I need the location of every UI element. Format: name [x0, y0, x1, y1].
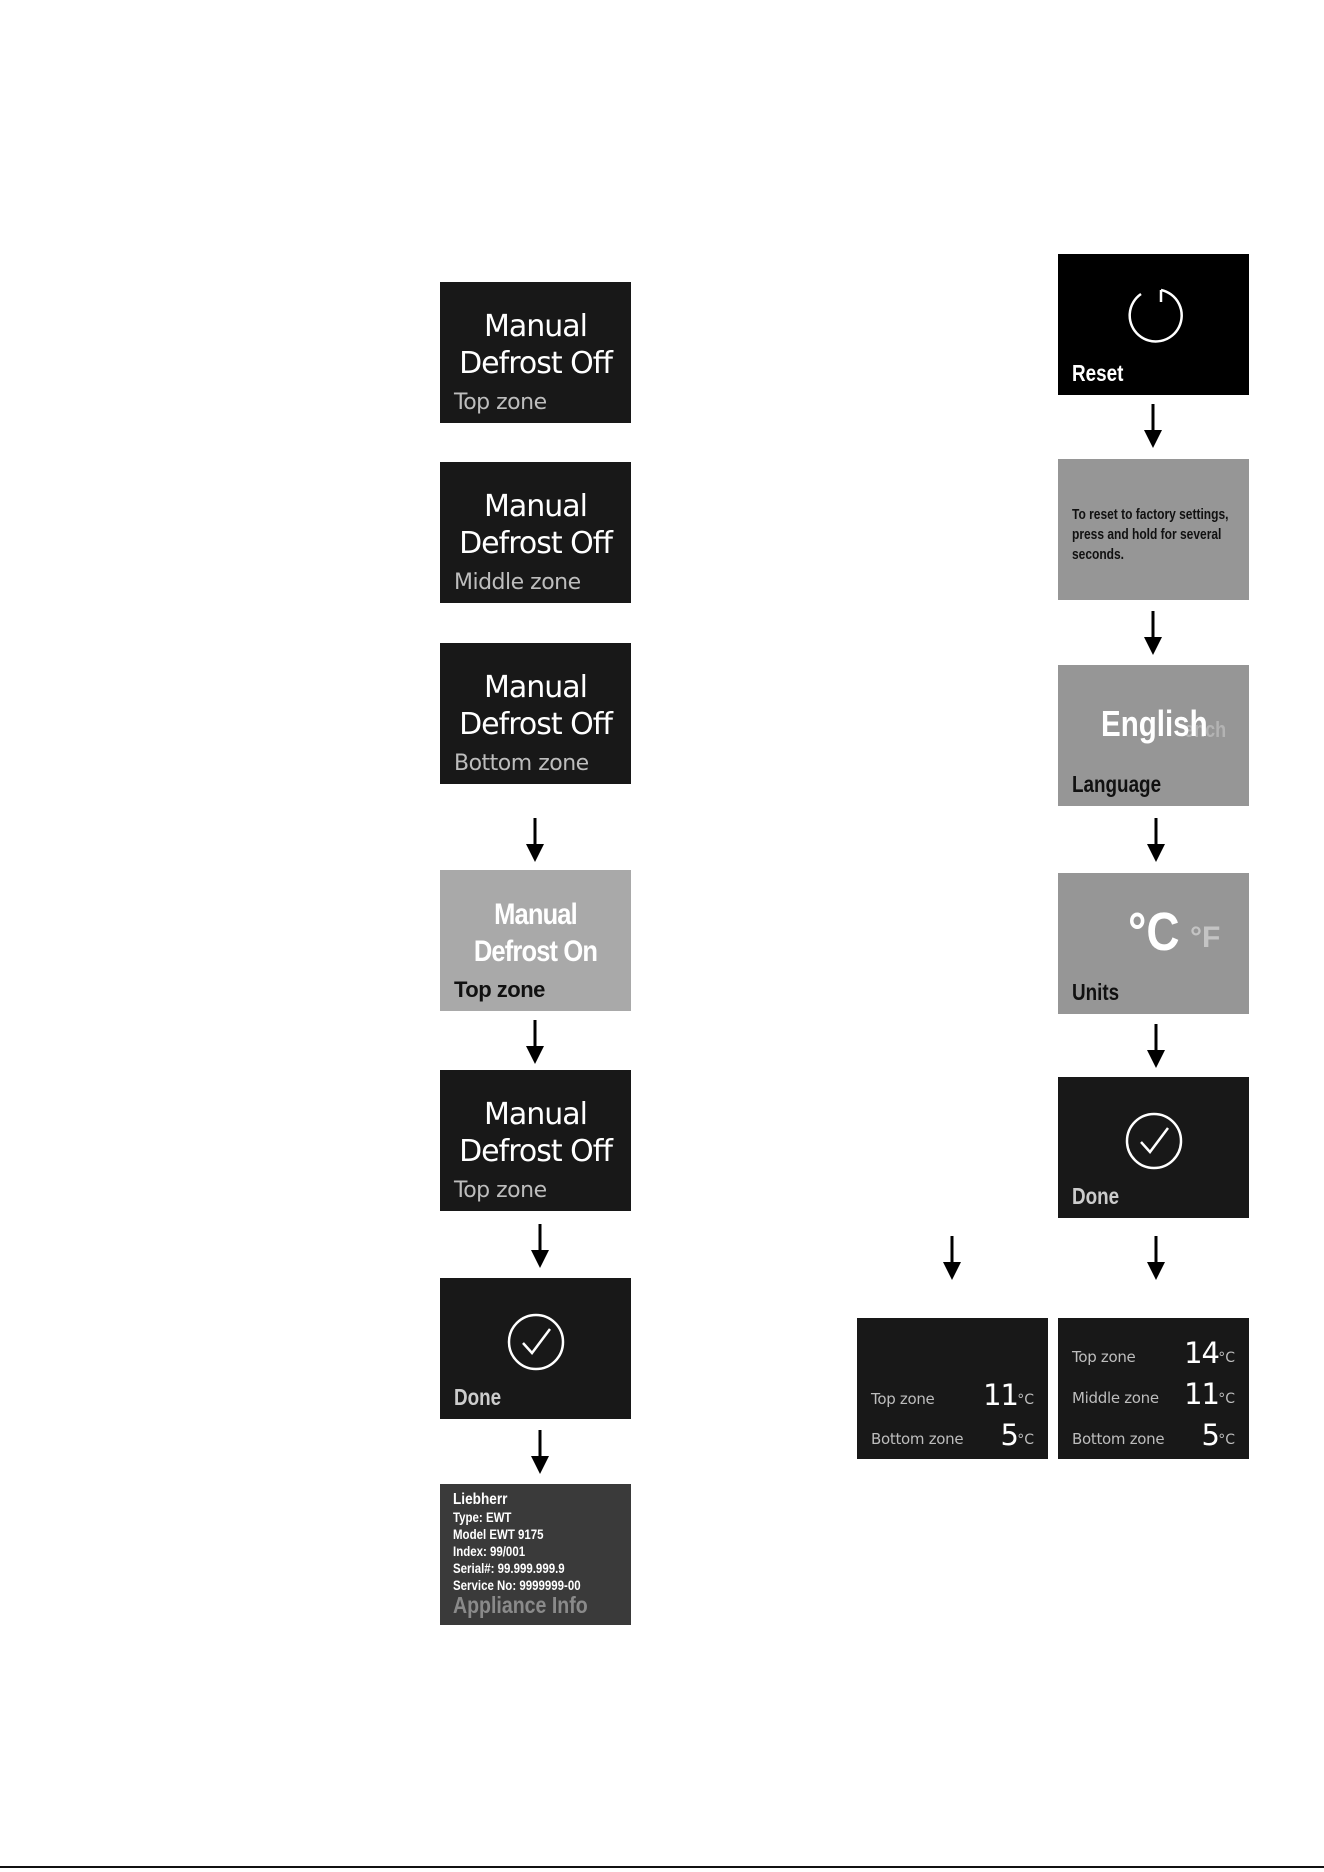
- temp-value: 11: [983, 1378, 1019, 1412]
- temp-row-top: Top zone 14 °C: [1072, 1336, 1235, 1370]
- zone-label: Top zone: [454, 1178, 547, 1203]
- screen-label: Language: [1072, 771, 1162, 797]
- reset-instructions: To reset to factory settings, press and …: [1072, 506, 1229, 563]
- zone-label: Bottom zone: [871, 1430, 964, 1448]
- temp-unit: °C: [1218, 1350, 1235, 1366]
- zone-label: Top zone: [454, 977, 545, 1002]
- temp-value: 5: [1000, 1418, 1019, 1452]
- temp-unit: °C: [1017, 1392, 1034, 1408]
- screen-reset-message[interactable]: To reset to factory settings, press and …: [1058, 459, 1249, 600]
- zone-label: Top zone: [454, 390, 547, 415]
- temp-row-bottom: Bottom zone 5 °C: [1072, 1418, 1235, 1452]
- screen-label: Done: [454, 1384, 502, 1410]
- arrow-down-icon: [1147, 1236, 1165, 1280]
- arrow-down-icon: [531, 1430, 549, 1474]
- zone-label: Top zone: [1072, 1348, 1136, 1366]
- zone-label: Bottom zone: [1072, 1430, 1165, 1448]
- screen-defrost-bottom-off[interactable]: Manual Defrost Off Bottom zone: [440, 643, 631, 784]
- screen-units[interactable]: °C °F Units: [1058, 873, 1249, 1014]
- screen-label: Done: [1072, 1183, 1120, 1209]
- arrow-down-icon: [526, 818, 544, 862]
- footer-divider: [0, 1866, 1324, 1868]
- language-next-option: French: [1166, 717, 1227, 742]
- screen-label: Appliance Info: [453, 1592, 588, 1618]
- screen-language[interactable]: French English Language: [1058, 665, 1249, 806]
- screen-defrost-middle-off[interactable]: Manual Defrost Off Middle zone: [440, 462, 631, 603]
- arrow-down-icon: [1144, 404, 1162, 448]
- arrow-down-icon: [943, 1236, 961, 1280]
- arrow-down-icon: [526, 1020, 544, 1064]
- screen-two-zone-temps[interactable]: Top zone 11 °C Bottom zone 5 °C: [857, 1318, 1048, 1459]
- arrow-down-icon: [1144, 611, 1162, 655]
- screen-defrost-top-off[interactable]: Manual Defrost Off Top zone: [440, 282, 631, 423]
- zone-label: Bottom zone: [454, 751, 589, 776]
- language-selected: English: [1101, 703, 1208, 744]
- screen-label: Units: [1072, 979, 1120, 1005]
- screen-appliance-info[interactable]: Liebherr Type: EWT Model EWT 9175 Index:…: [440, 1484, 631, 1625]
- screen-three-zone-temps[interactable]: Top zone 14 °C Middle zone 11 °C Bottom …: [1058, 1318, 1249, 1459]
- checkmark-circle-icon: [507, 1313, 564, 1371]
- screen-title: Manual Defrost Off: [459, 309, 613, 381]
- appliance-info-details: Liebherr Type: EWT Model EWT 9175 Index:…: [453, 1491, 581, 1593]
- checkmark-circle-icon: [1125, 1112, 1182, 1170]
- temp-unit: °C: [1218, 1391, 1235, 1407]
- screen-done-right[interactable]: Done: [1058, 1077, 1249, 1218]
- zone-label: Top zone: [871, 1390, 935, 1408]
- screen-label: Reset: [1072, 360, 1124, 386]
- temp-row-top: Top zone 11 °C: [871, 1378, 1034, 1412]
- reset-icon: [1127, 288, 1183, 343]
- temp-value: 5: [1201, 1418, 1220, 1452]
- arrow-down-icon: [1147, 1024, 1165, 1068]
- screen-defrost-top-off-2[interactable]: Manual Defrost Off Top zone: [440, 1070, 631, 1211]
- screen-defrost-top-on[interactable]: Manual Defrost On Top zone: [440, 870, 631, 1011]
- temp-unit: °C: [1218, 1432, 1235, 1448]
- arrow-down-icon: [531, 1224, 549, 1268]
- screen-title: Manual Defrost On: [473, 898, 598, 968]
- screen-title: Manual Defrost Off: [459, 670, 613, 742]
- temp-unit: °C: [1017, 1432, 1034, 1448]
- screen-title: Manual Defrost Off: [459, 1097, 613, 1169]
- screen-reset[interactable]: Reset: [1058, 254, 1249, 395]
- temp-row-middle: Middle zone 11 °C: [1072, 1377, 1235, 1411]
- unit-selected: °C: [1128, 902, 1180, 962]
- temp-row-bottom: Bottom zone 5 °C: [871, 1418, 1034, 1452]
- arrow-down-icon: [1147, 818, 1165, 862]
- zone-label: Middle zone: [1072, 1389, 1159, 1407]
- screen-done-left[interactable]: Done: [440, 1278, 631, 1419]
- screen-title: Manual Defrost Off: [459, 489, 613, 561]
- temp-value: 14: [1184, 1336, 1220, 1370]
- temp-value: 11: [1184, 1377, 1220, 1411]
- zone-label: Middle zone: [454, 570, 581, 595]
- unit-other-option: °F: [1190, 921, 1221, 954]
